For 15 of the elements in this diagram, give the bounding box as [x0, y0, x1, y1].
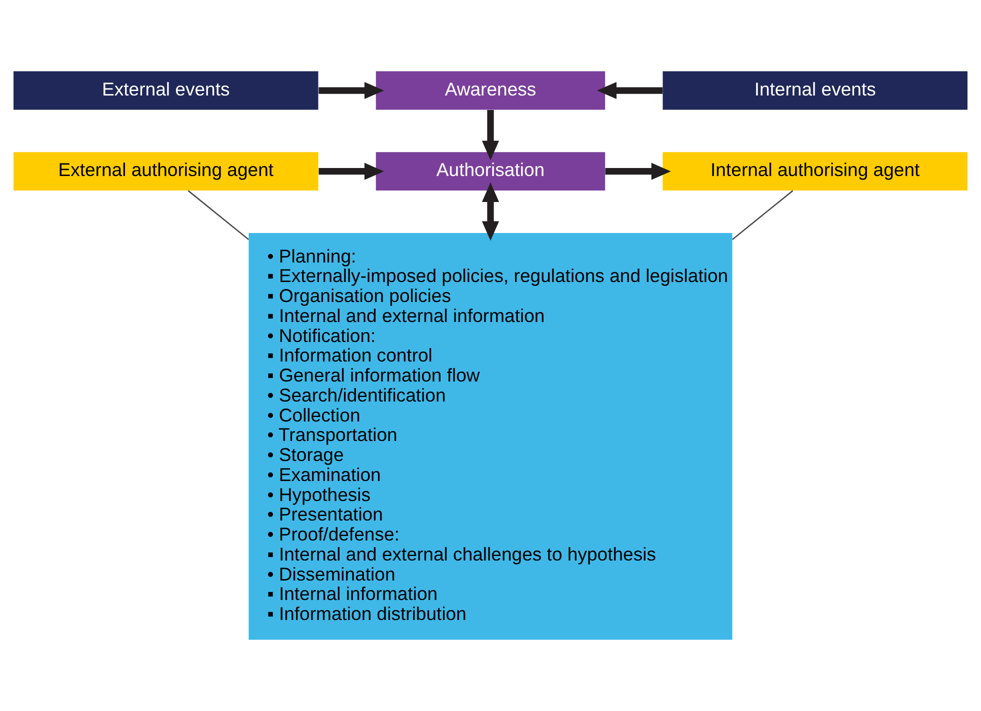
arrow [318, 82, 384, 100]
connector [188, 190, 249, 240]
arrow [597, 82, 663, 100]
node-box: Internal authorising agent [662, 152, 968, 191]
node-box: Awareness [376, 71, 606, 110]
node-box: Internal events [662, 71, 968, 110]
connector [732, 190, 794, 240]
node-box: • Planning: ▪ Externally-imposed policies, regulations and legislation ▪ Organisation policies ▪ Internal and external information • Notification: ▪ Information control ▪ General information flow • Search/identification • Collection • Transportation • Storage • Examination • Hypothesis • Presentation • Proof/defense: ▪ Internal and external challenges to hypothesis • Dissemination ▪ Internal information ▪ Information distribution [248, 232, 732, 640]
node-box: Authorisation [376, 152, 606, 191]
arrow [482, 182, 500, 241]
node-box: External events [14, 71, 318, 110]
node-box: External authorising agent [14, 152, 318, 191]
arrow [605, 162, 671, 180]
arrow [318, 162, 384, 180]
arrow [482, 110, 500, 160]
